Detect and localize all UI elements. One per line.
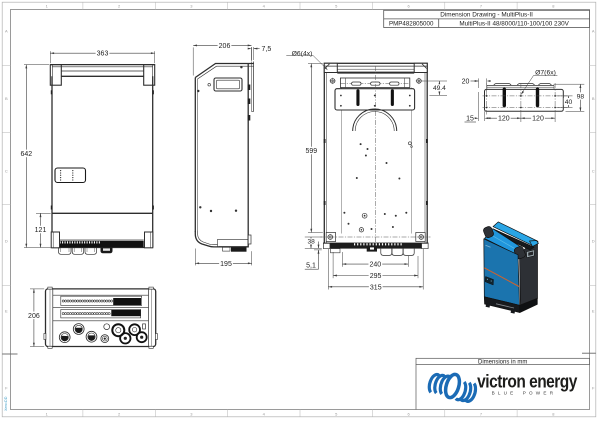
svg-text:F: F xyxy=(592,386,595,391)
svg-text:7: 7 xyxy=(480,412,483,417)
svg-text:98: 98 xyxy=(577,93,585,100)
svg-text:1: 1 xyxy=(46,3,49,8)
svg-text:D: D xyxy=(592,239,595,244)
svg-text:3: 3 xyxy=(190,3,193,8)
svg-text:363: 363 xyxy=(97,51,109,58)
svg-text:206: 206 xyxy=(219,43,231,50)
svg-text:15: 15 xyxy=(466,116,474,123)
svg-text:E: E xyxy=(5,309,8,314)
svg-text:Xen=DD: Xen=DD xyxy=(4,396,8,411)
svg-text:8: 8 xyxy=(552,3,555,8)
svg-text:E: E xyxy=(592,309,595,314)
svg-text:4: 4 xyxy=(263,412,266,417)
svg-text:120: 120 xyxy=(498,116,510,123)
svg-text:P O W E R: P O W E R xyxy=(523,390,554,395)
svg-text:120: 120 xyxy=(532,116,544,123)
svg-text:49.4: 49.4 xyxy=(433,85,446,92)
svg-text:3: 3 xyxy=(190,412,193,417)
svg-text:B: B xyxy=(592,96,595,101)
svg-text:20: 20 xyxy=(462,78,470,85)
svg-text:F: F xyxy=(5,386,8,391)
svg-text:Dimension Drawing - MultiPlus-: Dimension Drawing - MultiPlus-II xyxy=(440,12,533,19)
svg-text:Ø6(4x): Ø6(4x) xyxy=(292,51,313,58)
svg-text:2: 2 xyxy=(118,412,121,417)
svg-text:C: C xyxy=(592,169,595,174)
svg-text:D: D xyxy=(5,239,8,244)
svg-text:2: 2 xyxy=(118,3,121,8)
svg-text:315: 315 xyxy=(370,284,382,291)
svg-text:295: 295 xyxy=(370,273,382,280)
svg-text:642: 642 xyxy=(20,151,32,158)
svg-text:A: A xyxy=(5,29,8,34)
svg-text:6: 6 xyxy=(407,412,410,417)
svg-text:Dimensions in mm: Dimensions in mm xyxy=(478,359,527,365)
svg-text:MultiPlus-II 48/8000/110-100/1: MultiPlus-II 48/8000/110-100/100 230V xyxy=(459,20,569,27)
svg-text:5: 5 xyxy=(335,3,338,8)
svg-text:5: 5 xyxy=(335,412,338,417)
svg-text:6: 6 xyxy=(407,3,410,8)
svg-text:195: 195 xyxy=(220,261,232,268)
svg-text:C: C xyxy=(5,169,8,174)
svg-text:7: 7 xyxy=(480,3,483,8)
svg-text:121: 121 xyxy=(35,227,47,234)
svg-text:8: 8 xyxy=(552,412,555,417)
svg-text:7,5: 7,5 xyxy=(262,46,272,53)
svg-text:40: 40 xyxy=(565,99,573,106)
svg-text:victron energy: victron energy xyxy=(477,370,578,392)
svg-text:PMP482805000: PMP482805000 xyxy=(389,20,434,27)
svg-text:38: 38 xyxy=(308,238,316,245)
svg-text:599: 599 xyxy=(305,148,317,155)
svg-text:4: 4 xyxy=(263,3,266,8)
svg-text:240: 240 xyxy=(370,262,382,269)
svg-text:Ø7(6x): Ø7(6x) xyxy=(535,69,556,76)
svg-text:B: B xyxy=(5,96,8,101)
svg-text:5,1: 5,1 xyxy=(306,263,316,270)
svg-text:A: A xyxy=(592,29,595,34)
svg-text:1: 1 xyxy=(46,412,49,417)
svg-text:B L U E: B L U E xyxy=(492,390,515,395)
svg-text:206: 206 xyxy=(28,313,40,320)
